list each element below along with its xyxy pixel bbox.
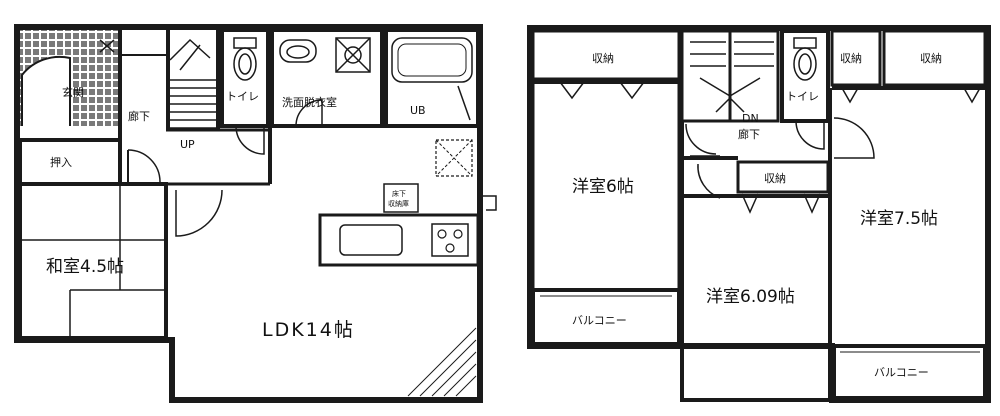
dn-label: DN: [742, 112, 759, 125]
underfloor-storage: [383, 183, 419, 213]
toilet-room-2f: [780, 29, 830, 123]
room-609-label: 洋室6.09帖: [706, 287, 795, 307]
storage-room-4: [882, 29, 987, 87]
storage-room-1: [531, 29, 681, 81]
staircase-1f: [166, 30, 220, 130]
balcony-2: [832, 344, 987, 400]
balcony-2-label: バルコニー: [874, 366, 929, 379]
bath-label: UB: [410, 104, 426, 117]
closet-label: 押入: [50, 155, 72, 169]
entrance-step-arc: [21, 55, 71, 126]
bathroom-ub: [384, 28, 480, 128]
kitchen-stove: [431, 223, 469, 257]
room-75-label: 洋室7.5帖: [860, 209, 938, 229]
hallway-label-2f: 廊下: [738, 127, 760, 141]
toilet-room-1f: [220, 28, 270, 128]
washitsu-label: 和室4.5帖: [46, 257, 124, 277]
up-label: UP: [180, 138, 195, 151]
storage-label-2: 収納: [764, 172, 786, 185]
tatami-lines: [20, 184, 166, 338]
toilet-label-2f: トイレ: [786, 90, 819, 103]
washroom-room: [270, 28, 384, 128]
balcony-1: [531, 288, 681, 346]
storage-label-top: 床下: [392, 189, 406, 198]
kitchen-counter: [318, 213, 480, 267]
storage-label-4: 収納: [920, 52, 942, 65]
first-floor-outer-wall: [14, 24, 483, 403]
second-floor: [527, 25, 991, 403]
balcony-1-label: バルコニー: [572, 314, 627, 327]
room-6-label: 洋室6帖: [572, 177, 634, 197]
toilet-fixture-1f: [233, 37, 257, 81]
washroom-label: 洗面脱衣室: [282, 95, 337, 109]
first-floor: [14, 24, 497, 403]
toilet-label-1f: トイレ: [226, 90, 259, 103]
kitchen-sink: [339, 224, 403, 256]
ldk-label: LDK14帖: [262, 319, 355, 341]
storage-label-bottom: 収納庫: [388, 199, 409, 208]
window-hatching-ldk: [407, 327, 477, 397]
storage-label-3: 収納: [840, 52, 862, 65]
storage-label-1: 収納: [592, 52, 614, 65]
entrance-label: 玄関: [62, 85, 84, 99]
storage-room-3: [830, 29, 882, 87]
toilet-fixture-2f: [793, 37, 817, 81]
staircase-2f: [680, 29, 780, 123]
hallway-label-1f: 廊下: [128, 109, 150, 123]
